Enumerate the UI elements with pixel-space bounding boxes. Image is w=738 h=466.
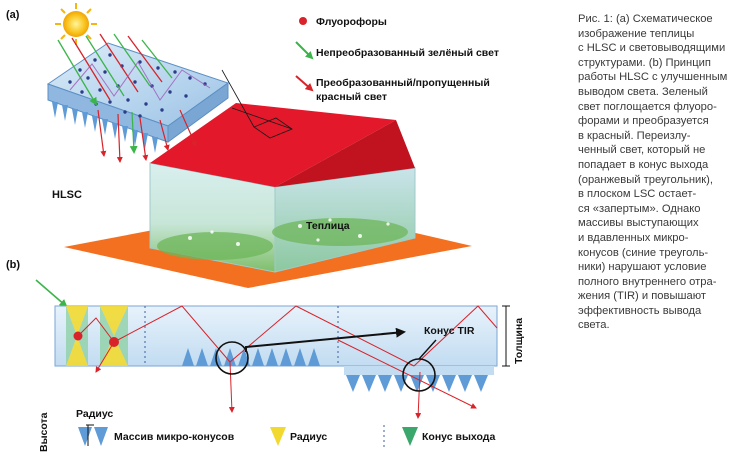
caption-line: свет поглощается флуоро- bbox=[578, 100, 717, 113]
height-label: Высота bbox=[38, 412, 50, 452]
panel-a-label: (a) bbox=[6, 9, 20, 21]
caption-line: ники) нарушают условие bbox=[578, 261, 707, 274]
caption-line: выводом света. Зеленый bbox=[578, 85, 708, 98]
recess-base bbox=[344, 366, 494, 375]
legend: Флуорофоры Непреобразованный зелёный све… bbox=[295, 16, 499, 103]
highlight-circle-1 bbox=[215, 341, 249, 375]
panel-b-label: (b) bbox=[6, 259, 20, 271]
cone-tir-label: Конус TIR bbox=[424, 325, 475, 337]
hlsc-label: HLSC bbox=[52, 189, 82, 201]
legend-red-light-1: Преобразованный/пропущенный bbox=[316, 77, 490, 89]
caption-line: ся «запертым». Однако bbox=[578, 202, 701, 215]
caption-line: с HLSC и световыводящими bbox=[578, 42, 726, 55]
thickness-label: Толщина bbox=[513, 318, 525, 364]
micro-cone-array-icon bbox=[78, 424, 108, 446]
green-arrow-icon bbox=[295, 41, 314, 60]
red-arrow-icon bbox=[295, 75, 314, 92]
fluorophore-icon bbox=[299, 17, 307, 25]
radius-cones bbox=[66, 306, 128, 366]
exit-cone-icon bbox=[402, 427, 418, 446]
caption-line: форами и преобразуется bbox=[578, 115, 709, 128]
lsc-slab bbox=[54, 305, 498, 367]
legend-radius: Радиус bbox=[290, 431, 327, 443]
caption-line: (оранжевый треугольник), bbox=[578, 173, 713, 186]
legend-red-light-2: красный свет bbox=[316, 91, 387, 103]
tir-pointer bbox=[418, 339, 437, 360]
caption-line: света. bbox=[578, 319, 610, 332]
tir-arrow bbox=[245, 327, 406, 352]
legend-micro-cone-array: Массив микро-конусов bbox=[114, 431, 235, 443]
sun-icon bbox=[55, 3, 97, 45]
legend-exit-cone: Конус выхода bbox=[422, 431, 495, 443]
caption-line: попадает в конус выхода bbox=[578, 158, 709, 171]
hlsc-panel bbox=[46, 33, 230, 163]
caption-line: работы HLSC с улучшенным bbox=[578, 71, 728, 84]
caption-line: ченный свет, который не bbox=[578, 144, 706, 157]
caption-line: полного внутреннего отра- bbox=[578, 275, 717, 288]
legend-fluorophores: Флуорофоры bbox=[316, 16, 387, 28]
thickness-bracket bbox=[502, 305, 510, 367]
legend-green-light: Непреобразованный зелёный свет bbox=[316, 47, 499, 59]
caption-line: и вдавленных микро- bbox=[578, 231, 689, 244]
radius-label-top: Радиус bbox=[76, 408, 113, 420]
caption-line: в красный. Переизлу- bbox=[578, 129, 691, 142]
greenhouse bbox=[149, 103, 416, 273]
caption-line: жения (TIR) и повышают bbox=[578, 290, 706, 303]
figure-caption: Рис. 1: (a) Схематическое изображение те… bbox=[578, 12, 730, 333]
recessed-micro-cones bbox=[346, 375, 488, 392]
greenhouse-label: Теплица bbox=[306, 220, 350, 232]
caption-line: конусов (синие треуголь- bbox=[578, 246, 709, 259]
incoming-green-ray bbox=[35, 279, 68, 308]
caption-line: Рис. 1: (a) Схематическое bbox=[578, 13, 713, 25]
caption-line: в плоском LSC остает- bbox=[578, 188, 697, 201]
radius-cone-icon bbox=[270, 427, 286, 446]
caption-line: изображение теплицы bbox=[578, 27, 695, 40]
caption-line: эффективность вывода bbox=[578, 304, 702, 317]
caption-line: структурами. (b) Принцип bbox=[578, 56, 711, 69]
caption-line: массивы выступающих bbox=[578, 217, 699, 230]
red-ray-paths bbox=[77, 305, 498, 419]
